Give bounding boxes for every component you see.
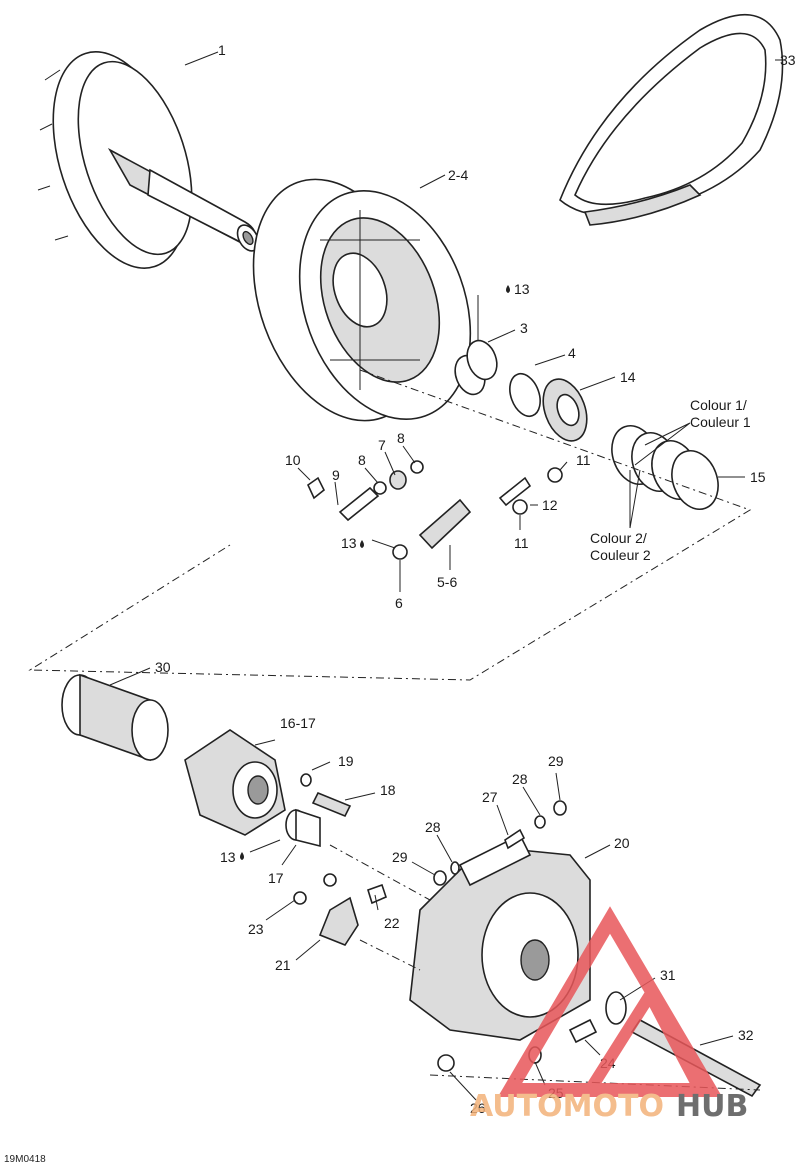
watermark-text-b: HUB	[676, 1089, 748, 1124]
callout-12: 12	[542, 497, 558, 513]
callout-5-6: 5-6	[437, 574, 457, 590]
part-washer-8a	[373, 481, 387, 495]
watermark-text-a: AUTOMOTO	[470, 1089, 664, 1124]
leader-lines	[109, 51, 782, 1101]
callout-31: 31	[660, 967, 676, 983]
callout-28: 28	[425, 819, 441, 835]
part-spring-27	[504, 828, 526, 850]
watermark-logo: AUTOMOTO HUB	[470, 906, 748, 1124]
callout-14: 14	[620, 369, 636, 385]
part-arm-21	[318, 896, 359, 946]
part-belt	[559, 13, 784, 226]
callout-8: 8	[358, 452, 366, 468]
part-circlip-4	[509, 372, 541, 418]
part-nut-11a	[547, 467, 563, 483]
callout-6: 6	[395, 595, 403, 611]
callout-28: 28	[512, 771, 528, 787]
callout-15: 15	[750, 469, 766, 485]
oil-drop-icon	[360, 540, 364, 548]
callout-22: 22	[384, 915, 400, 931]
oil-drop-icon	[506, 285, 510, 293]
part-fixed-sheave	[37, 51, 260, 269]
callout-19: 19	[338, 753, 354, 769]
callout-13: 13	[220, 849, 236, 865]
callout-16-17: 16-17	[280, 715, 316, 731]
callout-9: 9	[332, 467, 340, 483]
part-movable-sheave	[252, 178, 472, 422]
callout-11: 11	[576, 452, 591, 468]
part-cap-29a	[553, 800, 567, 816]
callout-10: 10	[285, 452, 301, 468]
callout-29: 29	[392, 849, 408, 865]
part-spring-seat-14	[542, 378, 588, 442]
part-pin-10	[306, 476, 326, 500]
part-bushing-17	[285, 808, 321, 848]
part-bushing-7	[389, 470, 407, 490]
colour2-label: Colour 2/	[590, 530, 647, 546]
assembly-outline-upper	[28, 369, 752, 681]
callout-13: 13	[514, 281, 530, 297]
callout-33: 33	[780, 52, 796, 68]
callout-26: 26	[470, 1100, 486, 1116]
part-pin-9	[338, 486, 380, 522]
colour2-label: Couleur 2	[590, 547, 651, 563]
part-screw-23b	[323, 873, 337, 887]
callout-2-4: 2-4	[448, 167, 468, 183]
part-screw-23	[293, 891, 307, 905]
callout-17: 17	[268, 870, 284, 886]
part-housing-20	[409, 833, 591, 1041]
part-pin-12	[498, 476, 532, 507]
callout-8: 8	[397, 430, 405, 446]
part-spring-15	[611, 425, 719, 510]
part-washer-28b	[450, 861, 460, 875]
part-washer-31	[605, 991, 627, 1025]
callout-labels: 1 2-4 33 13 3 4 14 10 9 8 7 8 11 12 11 1…	[4, 42, 796, 1165]
callout-32: 32	[738, 1027, 754, 1043]
callout-13: 13	[341, 535, 357, 551]
callout-7: 7	[378, 437, 386, 453]
part-oring-19	[300, 773, 312, 787]
part-screw-18	[311, 791, 352, 818]
callout-21: 21	[275, 957, 291, 973]
callout-18: 18	[380, 782, 396, 798]
part-screw-24	[568, 1018, 598, 1044]
callout-29: 29	[548, 753, 564, 769]
part-roller-22	[367, 883, 387, 905]
callout-1: 1	[218, 42, 226, 58]
part-screw-11b	[512, 499, 528, 515]
oil-drop-icon	[240, 852, 244, 860]
part-washer-28a	[534, 815, 546, 829]
callout-11: 11	[514, 535, 529, 551]
part-nut-26	[437, 1054, 455, 1072]
colour1-label: Colour 1/	[690, 397, 747, 413]
callout-20: 20	[614, 835, 630, 851]
part-sleeve-30	[61, 673, 169, 762]
part-bushing-3	[454, 339, 498, 396]
callout-3: 3	[520, 320, 528, 336]
diagram-code: 19M0418	[4, 1154, 46, 1165]
part-washer-8b	[410, 460, 424, 474]
callout-27: 27	[482, 789, 498, 805]
colour1-label: Couleur 1	[690, 414, 751, 430]
part-cap-29b	[433, 870, 447, 886]
part-spider-16-17	[184, 729, 286, 836]
part-roller-5-6	[392, 498, 472, 560]
callout-4: 4	[568, 345, 576, 361]
callout-30: 30	[155, 659, 171, 675]
callout-23: 23	[248, 921, 264, 937]
